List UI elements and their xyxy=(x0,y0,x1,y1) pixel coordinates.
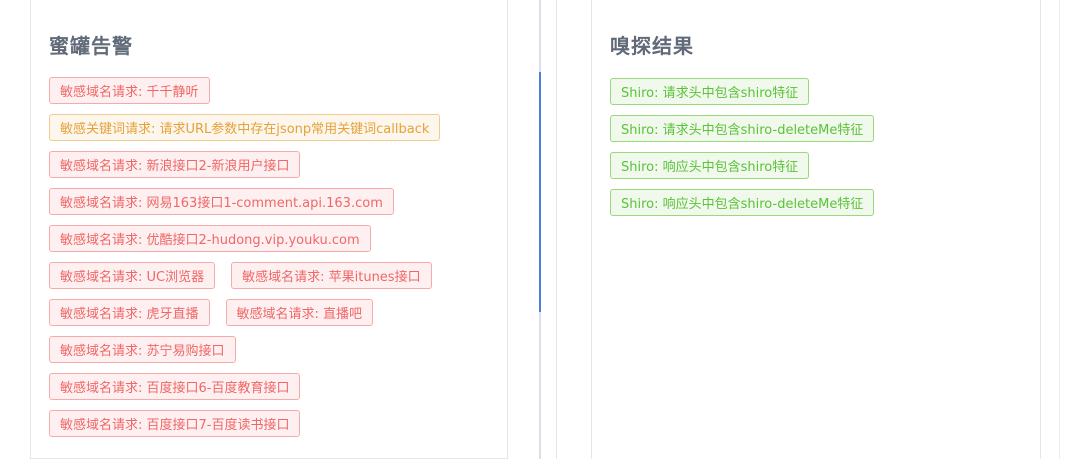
honeypot-panel-title: 蜜罐告警 xyxy=(49,34,133,58)
honeypot-alert-tag[interactable]: 敏感关键词请求: 请求URL参数中存在jsonp常用关键词callback xyxy=(49,114,441,141)
honeypot-alert-row: 敏感域名请求: 苏宁易购接口 xyxy=(49,336,499,363)
honeypot-alert-row: 敏感关键词请求: 请求URL参数中存在jsonp常用关键词callback xyxy=(49,114,499,141)
sniff-result-row: Shiro: 响应头中包含shiro-deleteMe特征 xyxy=(610,189,1030,216)
honeypot-alert-list: 敏感域名请求: 千千静听敏感关键词请求: 请求URL参数中存在jsonp常用关键… xyxy=(49,77,499,437)
honeypot-alert-tag[interactable]: 敏感域名请求: 百度接口6-百度教育接口 xyxy=(49,373,301,400)
honeypot-alert-row: 敏感域名请求: 百度接口6-百度教育接口 xyxy=(49,373,499,400)
honeypot-alert-panel: 蜜罐告警 敏感域名请求: 千千静听敏感关键词请求: 请求URL参数中存在json… xyxy=(30,0,508,459)
honeypot-alert-tag[interactable]: 敏感域名请求: 苏宁易购接口 xyxy=(49,336,236,363)
honeypot-alert-tag[interactable]: 敏感域名请求: 千千静听 xyxy=(49,77,210,104)
sniff-result-tag[interactable]: Shiro: 请求头中包含shiro特征 xyxy=(610,78,810,105)
honeypot-alert-row: 敏感域名请求: 百度接口7-百度读书接口 xyxy=(49,410,499,437)
honeypot-alert-row: 敏感域名请求: 新浪接口2-新浪用户接口 xyxy=(49,151,499,178)
honeypot-alert-tag[interactable]: 敏感域名请求: 优酷接口2-hudong.vip.youku.com xyxy=(49,225,371,252)
sniff-result-row: Shiro: 请求头中包含shiro特征 xyxy=(610,78,1030,105)
honeypot-alert-tag[interactable]: 敏感域名请求: 虎牙直播 xyxy=(49,299,210,326)
honeypot-alert-tag[interactable]: 敏感域名请求: 百度接口7-百度读书接口 xyxy=(49,410,301,437)
honeypot-alert-row: 敏感域名请求: UC浏览器敏感域名请求: 苹果itunes接口 xyxy=(49,262,499,289)
honeypot-alert-tag[interactable]: 敏感域名请求: 直播吧 xyxy=(225,299,374,326)
honeypot-alert-tag[interactable]: 敏感域名请求: 苹果itunes接口 xyxy=(231,262,432,289)
scroll-accent-bar[interactable] xyxy=(539,72,541,312)
honeypot-alert-row: 敏感域名请求: 千千静听 xyxy=(49,77,499,104)
honeypot-alert-row: 敏感域名请求: 虎牙直播敏感域名请求: 直播吧 xyxy=(49,299,499,326)
honeypot-alert-tag[interactable]: 敏感域名请求: 新浪接口2-新浪用户接口 xyxy=(49,151,301,178)
honeypot-alert-tag[interactable]: 敏感域名请求: 网易163接口1-comment.api.163.com xyxy=(49,188,394,215)
sniff-result-tag[interactable]: Shiro: 响应头中包含shiro-deleteMe特征 xyxy=(610,189,875,216)
panel-divider xyxy=(539,0,541,459)
sniff-result-row: Shiro: 请求头中包含shiro-deleteMe特征 xyxy=(610,115,1030,142)
sniff-result-list: Shiro: 请求头中包含shiro特征 Shiro: 请求头中包含shiro-d… xyxy=(610,78,1030,216)
honeypot-alert-tag[interactable]: 敏感域名请求: UC浏览器 xyxy=(49,262,216,289)
honeypot-alert-row: 敏感域名请求: 网易163接口1-comment.api.163.com xyxy=(49,188,499,215)
sniff-result-row: Shiro: 响应头中包含shiro特征 xyxy=(610,152,1030,179)
honeypot-alert-row: 敏感域名请求: 优酷接口2-hudong.vip.youku.com xyxy=(49,225,499,252)
sniff-result-tag[interactable]: Shiro: 请求头中包含shiro-deleteMe特征 xyxy=(610,115,875,142)
sniff-panel-title: 嗅探结果 xyxy=(610,34,694,58)
sniff-result-tag[interactable]: Shiro: 响应头中包含shiro特征 xyxy=(610,152,810,179)
